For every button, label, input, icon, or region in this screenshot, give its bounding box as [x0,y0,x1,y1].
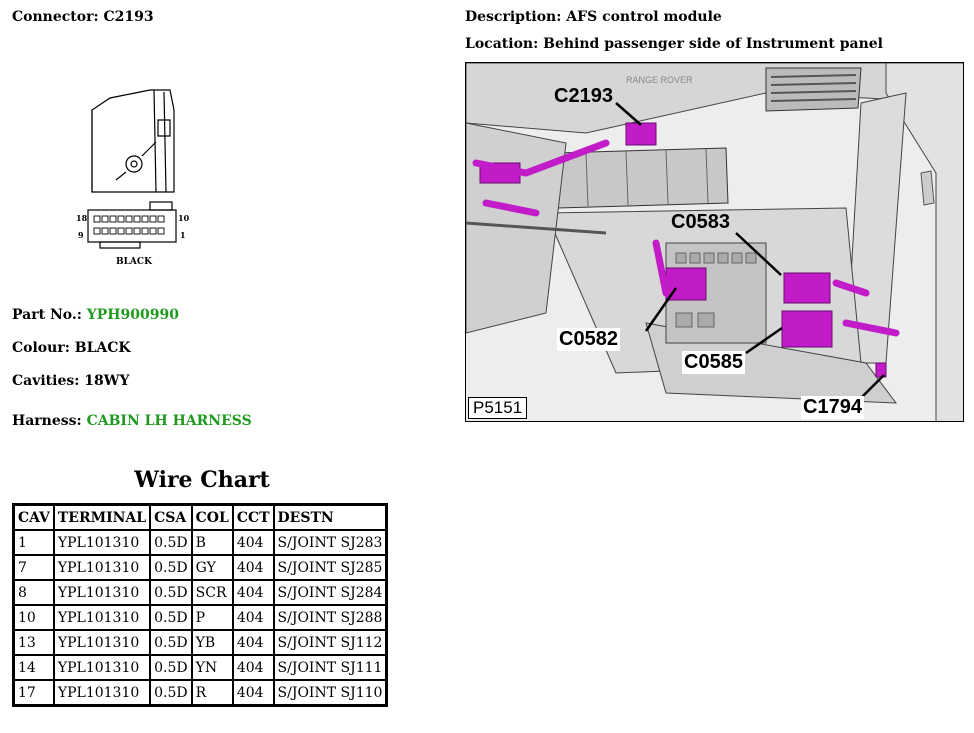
connector-drawing: 18 9 10 1 BLACK [70,80,200,270]
cell-terminal: YPL101310 [52,654,152,681]
header-cct: CCT [231,503,275,531]
cell-terminal: YPL101310 [52,604,152,631]
table-row: 1 YPL101310 0.5D B 404 S/JOINT SJ283 [12,529,388,556]
cell-terminal: YPL101310 [52,554,152,581]
harness-label: Harness: [12,413,82,429]
harness: Harness: CABIN LH HARNESS [12,413,252,429]
cell-cav: 10 [12,604,55,631]
cell-col: B [190,529,234,556]
cell-cav: 7 [12,554,55,581]
cell-cct: 404 [231,529,275,556]
part-number: Part No.: YPH900990 [12,307,179,323]
header-destn: DESTN [272,503,388,531]
cell-destn: S/JOINT SJ284 [272,579,388,606]
description-label: Description: AFS control module [465,9,722,25]
wire-chart-title: Wire Chart [134,467,270,493]
cell-terminal: YPL101310 [52,679,152,707]
cell-cav: 8 [12,579,55,606]
cell-destn: S/JOINT SJ283 [272,529,388,556]
harness-link[interactable]: CABIN LH HARNESS [86,413,252,429]
callout-c0585: C0585 [682,351,745,374]
cell-csa: 0.5D [149,629,193,656]
location-label: Location: Behind passenger side of Instr… [465,36,883,52]
pin-label-left-bottom: 9 [78,230,84,240]
cavities-label: Cavities: 18WY [12,373,130,389]
header-terminal: TERMINAL [52,503,152,531]
wire-chart-table: CAV TERMINAL CSA COL CCT DESTN 1 YPL1013… [12,503,389,707]
cell-cav: 13 [12,629,55,656]
cell-cct: 404 [231,554,275,581]
cell-cct: 404 [231,604,275,631]
cell-cav: 17 [12,679,55,707]
cell-cct: 404 [231,629,275,656]
cell-cct: 404 [231,679,275,707]
callout-c0583: C0583 [671,211,730,233]
cell-csa: 0.5D [149,554,193,581]
cell-terminal: YPL101310 [52,579,152,606]
cell-col: YN [190,654,234,681]
part-number-label: Part No.: [12,307,82,323]
table-row: 14 YPL101310 0.5D YN 404 S/JOINT SJ111 [12,654,388,681]
cell-destn: S/JOINT SJ112 [272,629,388,656]
cell-col: YB [190,629,234,656]
figure-reference: P5151 [468,397,528,419]
cell-csa: 0.5D [149,654,193,681]
cell-destn: S/JOINT SJ285 [272,554,388,581]
cell-cct: 404 [231,579,275,606]
pin-label-left-top: 18 [76,213,88,223]
brand-text: RANGE ROVER [626,75,693,85]
table-row: 17 YPL101310 0.5D R 404 S/JOINT SJ110 [12,679,388,707]
dashboard-illustration: RANGE ROVER [466,63,963,421]
colour-caption: BLACK [116,257,153,267]
colour-label: Colour: BLACK [12,340,131,356]
header-col: COL [190,503,234,531]
table-header-row: CAV TERMINAL CSA COL CCT DESTN [12,503,388,531]
cell-cav: 1 [12,529,55,556]
cell-col: P [190,604,234,631]
cell-cav: 14 [12,654,55,681]
cell-csa: 0.5D [149,604,193,631]
cell-csa: 0.5D [149,529,193,556]
table-row: 7 YPL101310 0.5D GY 404 S/JOINT SJ285 [12,554,388,581]
callout-c1794: C1794 [801,396,864,419]
cell-destn: S/JOINT SJ110 [272,679,388,707]
location-photo: RANGE ROVER [465,62,964,422]
header-csa: CSA [149,503,193,531]
callout-c2193: C2193 [554,85,613,107]
cell-col: GY [190,554,234,581]
cell-col: SCR [190,579,234,606]
cell-cct: 404 [231,654,275,681]
cell-destn: S/JOINT SJ111 [272,654,388,681]
connector-label: Connector: C2193 [12,9,154,25]
cell-col: R [190,679,234,707]
table-row: 13 YPL101310 0.5D YB 404 S/JOINT SJ112 [12,629,388,656]
callout-c0582: C0582 [557,328,620,351]
pin-label-right-bottom: 1 [180,230,186,240]
table-row: 10 YPL101310 0.5D P 404 S/JOINT SJ288 [12,604,388,631]
header-cav: CAV [12,503,55,531]
cell-terminal: YPL101310 [52,629,152,656]
connector-outline-graphic: 18 9 10 1 BLACK [76,89,190,267]
part-number-link[interactable]: YPH900990 [86,307,179,323]
cell-csa: 0.5D [149,579,193,606]
cell-terminal: YPL101310 [52,529,152,556]
cell-destn: S/JOINT SJ288 [272,604,388,631]
cell-csa: 0.5D [149,679,193,707]
pin-label-right-top: 10 [178,213,190,223]
table-row: 8 YPL101310 0.5D SCR 404 S/JOINT SJ284 [12,579,388,606]
